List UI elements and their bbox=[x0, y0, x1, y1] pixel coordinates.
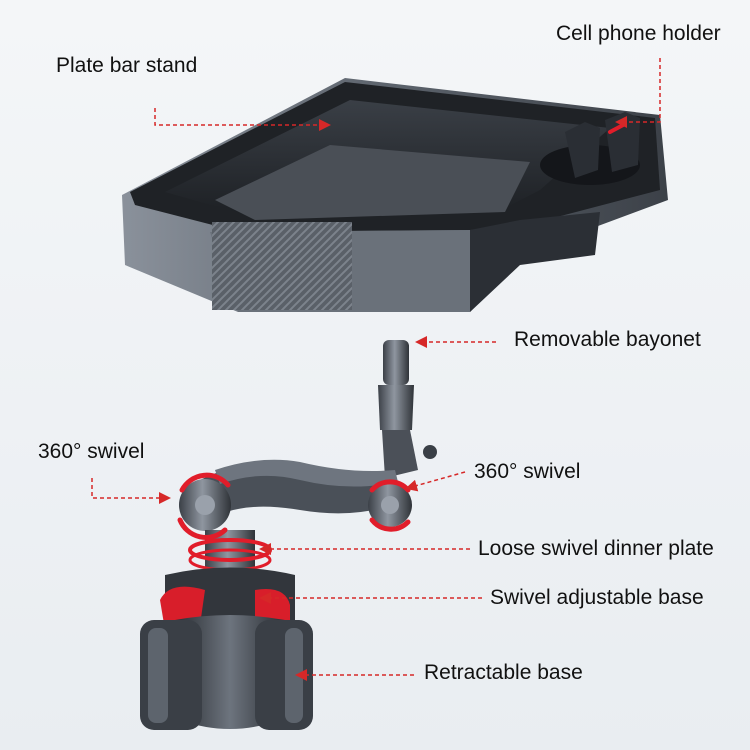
bayonet-post bbox=[383, 340, 409, 385]
callout-cell-phone-holder bbox=[615, 58, 661, 128]
callout-lines bbox=[91, 58, 661, 681]
label-swivel-adjustable-base: Swivel adjustable base bbox=[490, 586, 704, 609]
label-plate-bar-stand: Plate bar stand bbox=[56, 54, 198, 77]
callout-swivel-right bbox=[405, 471, 466, 492]
label-swivel-left: 360° swivel bbox=[38, 440, 145, 463]
tray-plate-surface bbox=[215, 145, 530, 220]
rotation-arrow-right-top bbox=[369, 479, 411, 493]
support-arm bbox=[179, 340, 437, 531]
retractable-foot-right bbox=[255, 620, 313, 730]
tray-side-clip bbox=[470, 212, 600, 312]
callout-swivel-left bbox=[91, 478, 171, 504]
phone-holder-clamp bbox=[565, 122, 600, 178]
tray bbox=[122, 78, 668, 312]
carbon-panel bbox=[212, 222, 352, 310]
swivel-arm-beam bbox=[200, 464, 405, 520]
label-removable-bayonet: Removable bayonet bbox=[514, 328, 701, 351]
label-loose-swivel-dinner-plate: Loose swivel dinner plate bbox=[478, 537, 714, 560]
label-retractable-base: Retractable base bbox=[424, 661, 583, 684]
label-swivel-right: 360° swivel bbox=[474, 460, 581, 483]
rotation-arrow-right-bottom bbox=[369, 517, 411, 532]
rotation-arrow-left-bottom bbox=[177, 517, 228, 540]
cup-holder-base bbox=[140, 530, 313, 730]
rotation-arrow-left-top bbox=[179, 472, 231, 493]
label-cell-phone-holder: Cell phone holder bbox=[556, 22, 721, 45]
callout-plate-bar-stand bbox=[154, 108, 331, 131]
